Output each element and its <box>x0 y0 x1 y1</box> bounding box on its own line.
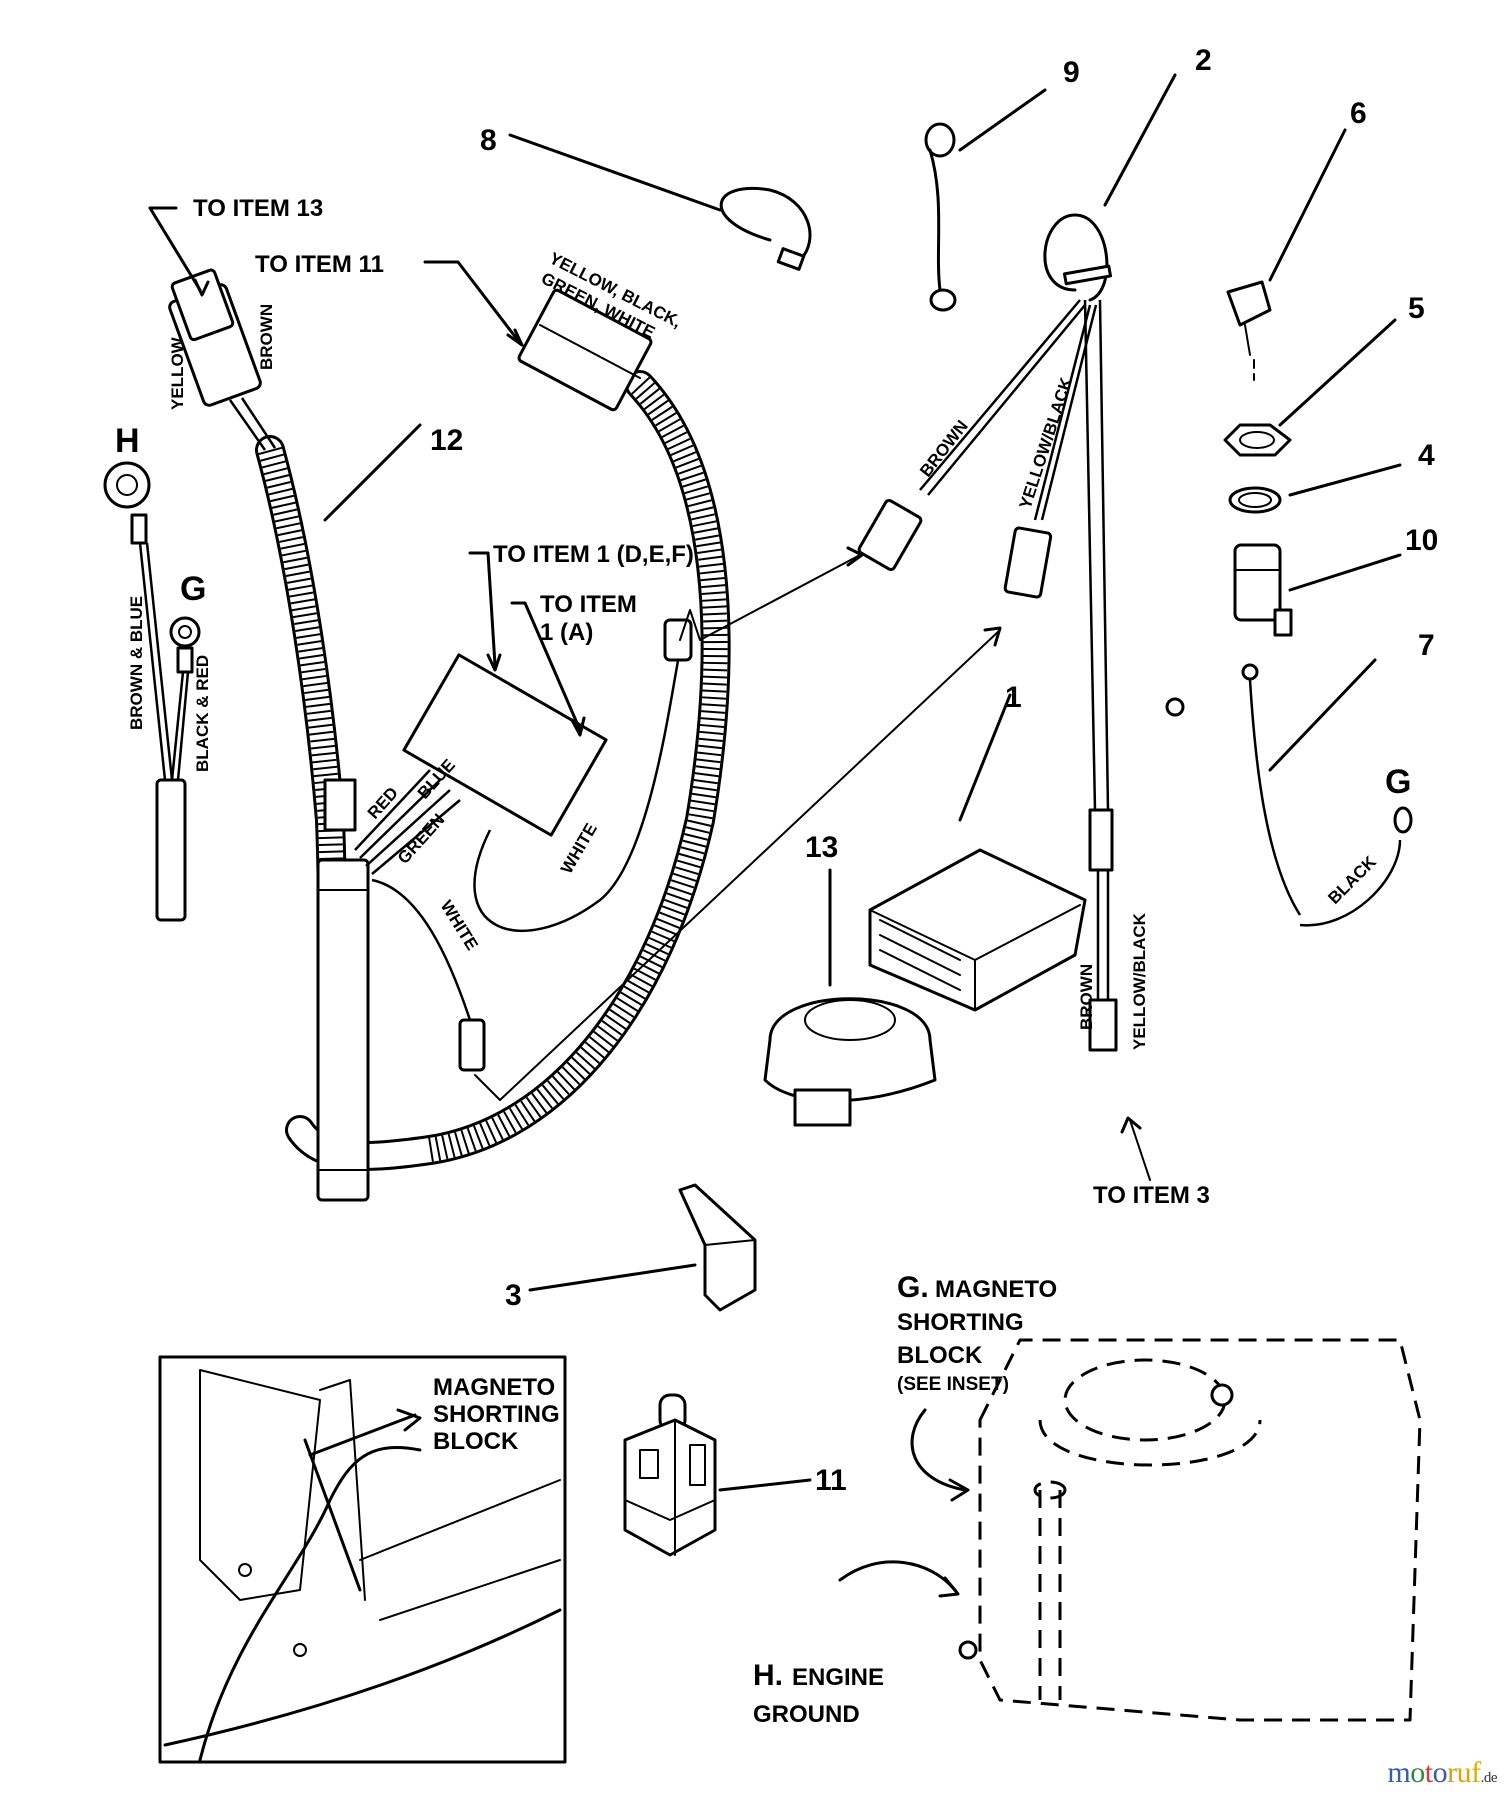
item-number-8: 8 <box>480 124 497 157</box>
harness-conduit <box>155 370 731 1202</box>
callout-to-item-1a-line2: 1 (A) <box>540 619 593 646</box>
watermark-logo: motoruf.de <box>1387 1756 1497 1790</box>
watermark-letter: o <box>1410 1756 1425 1789</box>
note-g-prefix: G. <box>897 1271 929 1304</box>
wire-label-white-upper: WHITE <box>557 820 601 877</box>
item-number-3: 3 <box>505 1279 522 1312</box>
inset-label-line1: MAGNETO <box>433 1374 555 1401</box>
inset-label-line3: BLOCK <box>433 1428 519 1455</box>
item-number-4: 4 <box>1418 439 1435 472</box>
item-9-clip <box>924 122 957 312</box>
item-3-bracket <box>678 1183 757 1312</box>
wire-label-black-red: BLACK & RED <box>193 655 212 772</box>
item-11-relay <box>623 1393 717 1557</box>
wire-label-brown-blue: BROWN & BLUE <box>127 596 146 730</box>
item-number-7: 7 <box>1418 629 1435 662</box>
item-number-13: 13 <box>805 831 838 864</box>
wire-label-yellow-black-mid: YELLOW/BLACK <box>1016 374 1077 511</box>
item-8-cable-tie <box>719 187 812 271</box>
note-g-line1: MAGNETO <box>935 1276 1057 1303</box>
watermark-brand: motoruf <box>1387 1756 1481 1789</box>
wire-label-green: GREEN <box>394 810 449 868</box>
watermark-letter: t <box>1424 1756 1433 1789</box>
item-number-1: 1 <box>1005 681 1022 714</box>
callout-to-item-1-def: TO ITEM 1 (D,E,F) <box>493 541 694 568</box>
callout-to-item-1a-line1: TO ITEM <box>540 591 637 618</box>
watermark-letter: f <box>1471 1756 1481 1789</box>
item-number-12: 12 <box>430 424 463 457</box>
wire-label-brown-mid: BROWN <box>916 417 972 481</box>
leader-lines <box>148 73 1402 1492</box>
callout-to-item-13: TO ITEM 13 <box>193 195 323 222</box>
note-g-line3: BLOCK <box>897 1342 983 1369</box>
wire-label-black: BLACK <box>1324 852 1380 908</box>
wire-label-yellow: YELLOW <box>168 336 187 410</box>
item-13-connector-wires <box>168 268 277 451</box>
note-g-line4: (SEE INSET) <box>897 1374 1009 1395</box>
item-number-6: 6 <box>1350 97 1367 130</box>
connection-arrows <box>474 546 1151 1181</box>
wire-label-brown-low: BROWN <box>1077 964 1096 1030</box>
ground-wires-left <box>103 461 201 781</box>
wire-label-blue: BLUE <box>414 756 459 803</box>
inset-label-line2: SHORTING <box>433 1401 560 1428</box>
note-h-line2: GROUND <box>753 1701 860 1728</box>
callout-to-item-11: TO ITEM 11 <box>255 251 384 278</box>
watermark-letter: u <box>1456 1756 1472 1789</box>
ref-letter-h: H <box>115 422 140 460</box>
ref-letter-g-right: G <box>1385 763 1411 801</box>
inset-panel <box>158 1355 567 1764</box>
item-number-10: 10 <box>1405 524 1438 557</box>
wire-label-yellow-black-low: YELLOW/BLACK <box>1130 912 1149 1050</box>
watermark-letter: r <box>1447 1756 1457 1789</box>
item-number-9: 9 <box>1063 56 1080 89</box>
watermark-letter: o <box>1432 1756 1448 1789</box>
item-number-2: 2 <box>1195 44 1212 77</box>
wire-label-red: RED <box>364 783 402 822</box>
item-7-ground-wire <box>1165 663 1413 927</box>
wire-label-white-lower: WHITE <box>437 897 482 954</box>
ref-letter-g-left: G <box>180 570 206 608</box>
note-g-line2: SHORTING <box>897 1309 1024 1336</box>
item-11-harness-connector <box>517 288 653 412</box>
item-number-5: 5 <box>1408 292 1425 325</box>
item-2-harness <box>857 213 1118 1052</box>
callout-to-item-3: TO ITEM 3 <box>1093 1182 1210 1209</box>
item-1-connector <box>868 848 1087 1012</box>
watermark-letter: m <box>1387 1756 1411 1789</box>
item-1-harness-connector <box>354 618 693 1072</box>
engine-pointer-arrows <box>838 1408 970 1598</box>
item-number-11: 11 <box>815 1464 847 1497</box>
note-h-line1: ENGINE <box>792 1664 884 1691</box>
item-13-module <box>763 997 937 1127</box>
engine-outline <box>958 1338 1422 1722</box>
note-h-prefix: H. <box>753 1659 783 1692</box>
wire-label-brown-top: BROWN <box>257 304 276 370</box>
watermark-suffix: .de <box>1480 1770 1498 1786</box>
ignition-switch-stack <box>1223 280 1293 637</box>
